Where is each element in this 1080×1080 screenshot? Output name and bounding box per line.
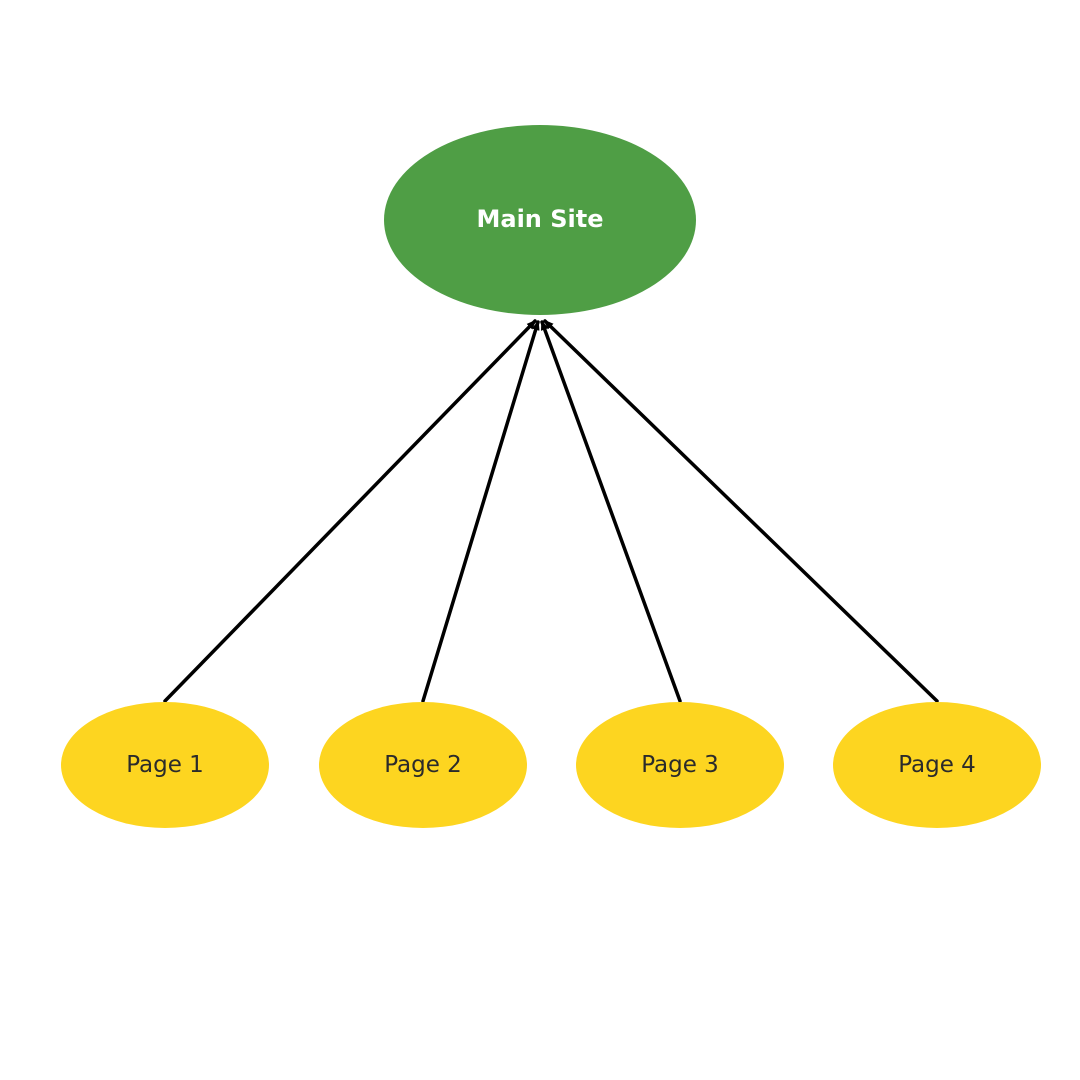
page-4-ellipse [833, 702, 1041, 828]
page-4-label: Page 4 [898, 752, 976, 778]
main-site-ellipse [384, 125, 696, 315]
edge-page-3-to-main-site [540, 320, 682, 703]
page-2-node: Page 2 [319, 702, 527, 828]
page-2-label: Page 2 [384, 752, 462, 778]
main-site-node: Main Site [384, 125, 696, 315]
edge-page-2-to-main-site [421, 320, 540, 703]
page-1-label: Page 1 [126, 752, 204, 778]
edges-group [163, 319, 939, 703]
page-1-ellipse [61, 702, 269, 828]
child-nodes-group: Page 1 Page 2 Page 3 Page 4 [61, 702, 1041, 828]
edge-page-4-to-main-site [543, 319, 939, 703]
page-2-ellipse [319, 702, 527, 828]
edge-page-1-to-main-site [163, 319, 537, 703]
page-3-label: Page 3 [641, 752, 719, 778]
main-site-label: Main Site [476, 205, 603, 233]
page-3-ellipse [576, 702, 784, 828]
page-1-node: Page 1 [61, 702, 269, 828]
page-3-node: Page 3 [576, 702, 784, 828]
page-4-node: Page 4 [833, 702, 1041, 828]
